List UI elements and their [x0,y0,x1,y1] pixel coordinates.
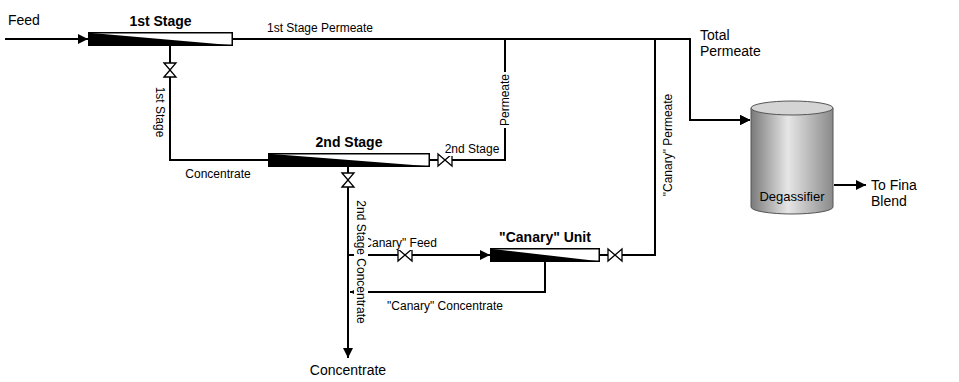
feed-line [5,38,88,40]
stream-label: 2nd Stage [443,142,502,156]
valve-symbol [164,63,176,70]
flow-connector [600,39,750,255]
unit-title: 2nd Stage [268,134,430,150]
membrane-element [490,248,600,262]
stream-label: Feed [6,12,42,28]
unit-title: 1st Stage [88,13,233,29]
stream-label: 1st Stage Permeate [265,21,375,35]
membrane-unit: 2nd Stage [268,134,430,167]
stream-label: 1st Stage [153,85,167,140]
valve-symbol [398,249,405,261]
valve-symbol [405,249,412,261]
flow-connector [348,167,490,255]
unit-title: Degassifier [750,189,834,205]
membrane-unit: "Canary" Unit [490,229,600,262]
outlet-label: To Fina Blend [869,177,957,209]
stream-label: Concentrate [183,167,252,181]
stream-label: "Canary" Permeate [661,92,675,199]
stream-label: Permeate [498,72,512,128]
stream-label: 2nd Stage Concentrate [354,198,368,325]
valve-symbol [342,173,354,180]
degassifier-tank: Degassifier [750,100,834,215]
membrane-unit: 1st Stage [88,13,233,46]
membrane-element [88,32,233,46]
unit-title: "Canary" Unit [490,229,600,245]
stream-label: Total Permeate [698,27,768,59]
valve-symbol [342,180,354,187]
valve-symbol [164,70,176,77]
stream-label: "Canary" Concentrate [385,299,505,313]
stream-label: "Canary" Feed [357,236,439,250]
tank-body [751,108,833,214]
valve-symbol [608,249,615,261]
outlet-label: Concentrate [308,362,388,378]
tank-top [751,101,833,115]
flow-connector [170,46,268,160]
outlet-line [834,184,866,186]
canary-concentrate-line [350,262,545,292]
valve-symbol [615,249,622,261]
membrane-element [268,153,430,167]
concentrate-line [347,255,349,358]
